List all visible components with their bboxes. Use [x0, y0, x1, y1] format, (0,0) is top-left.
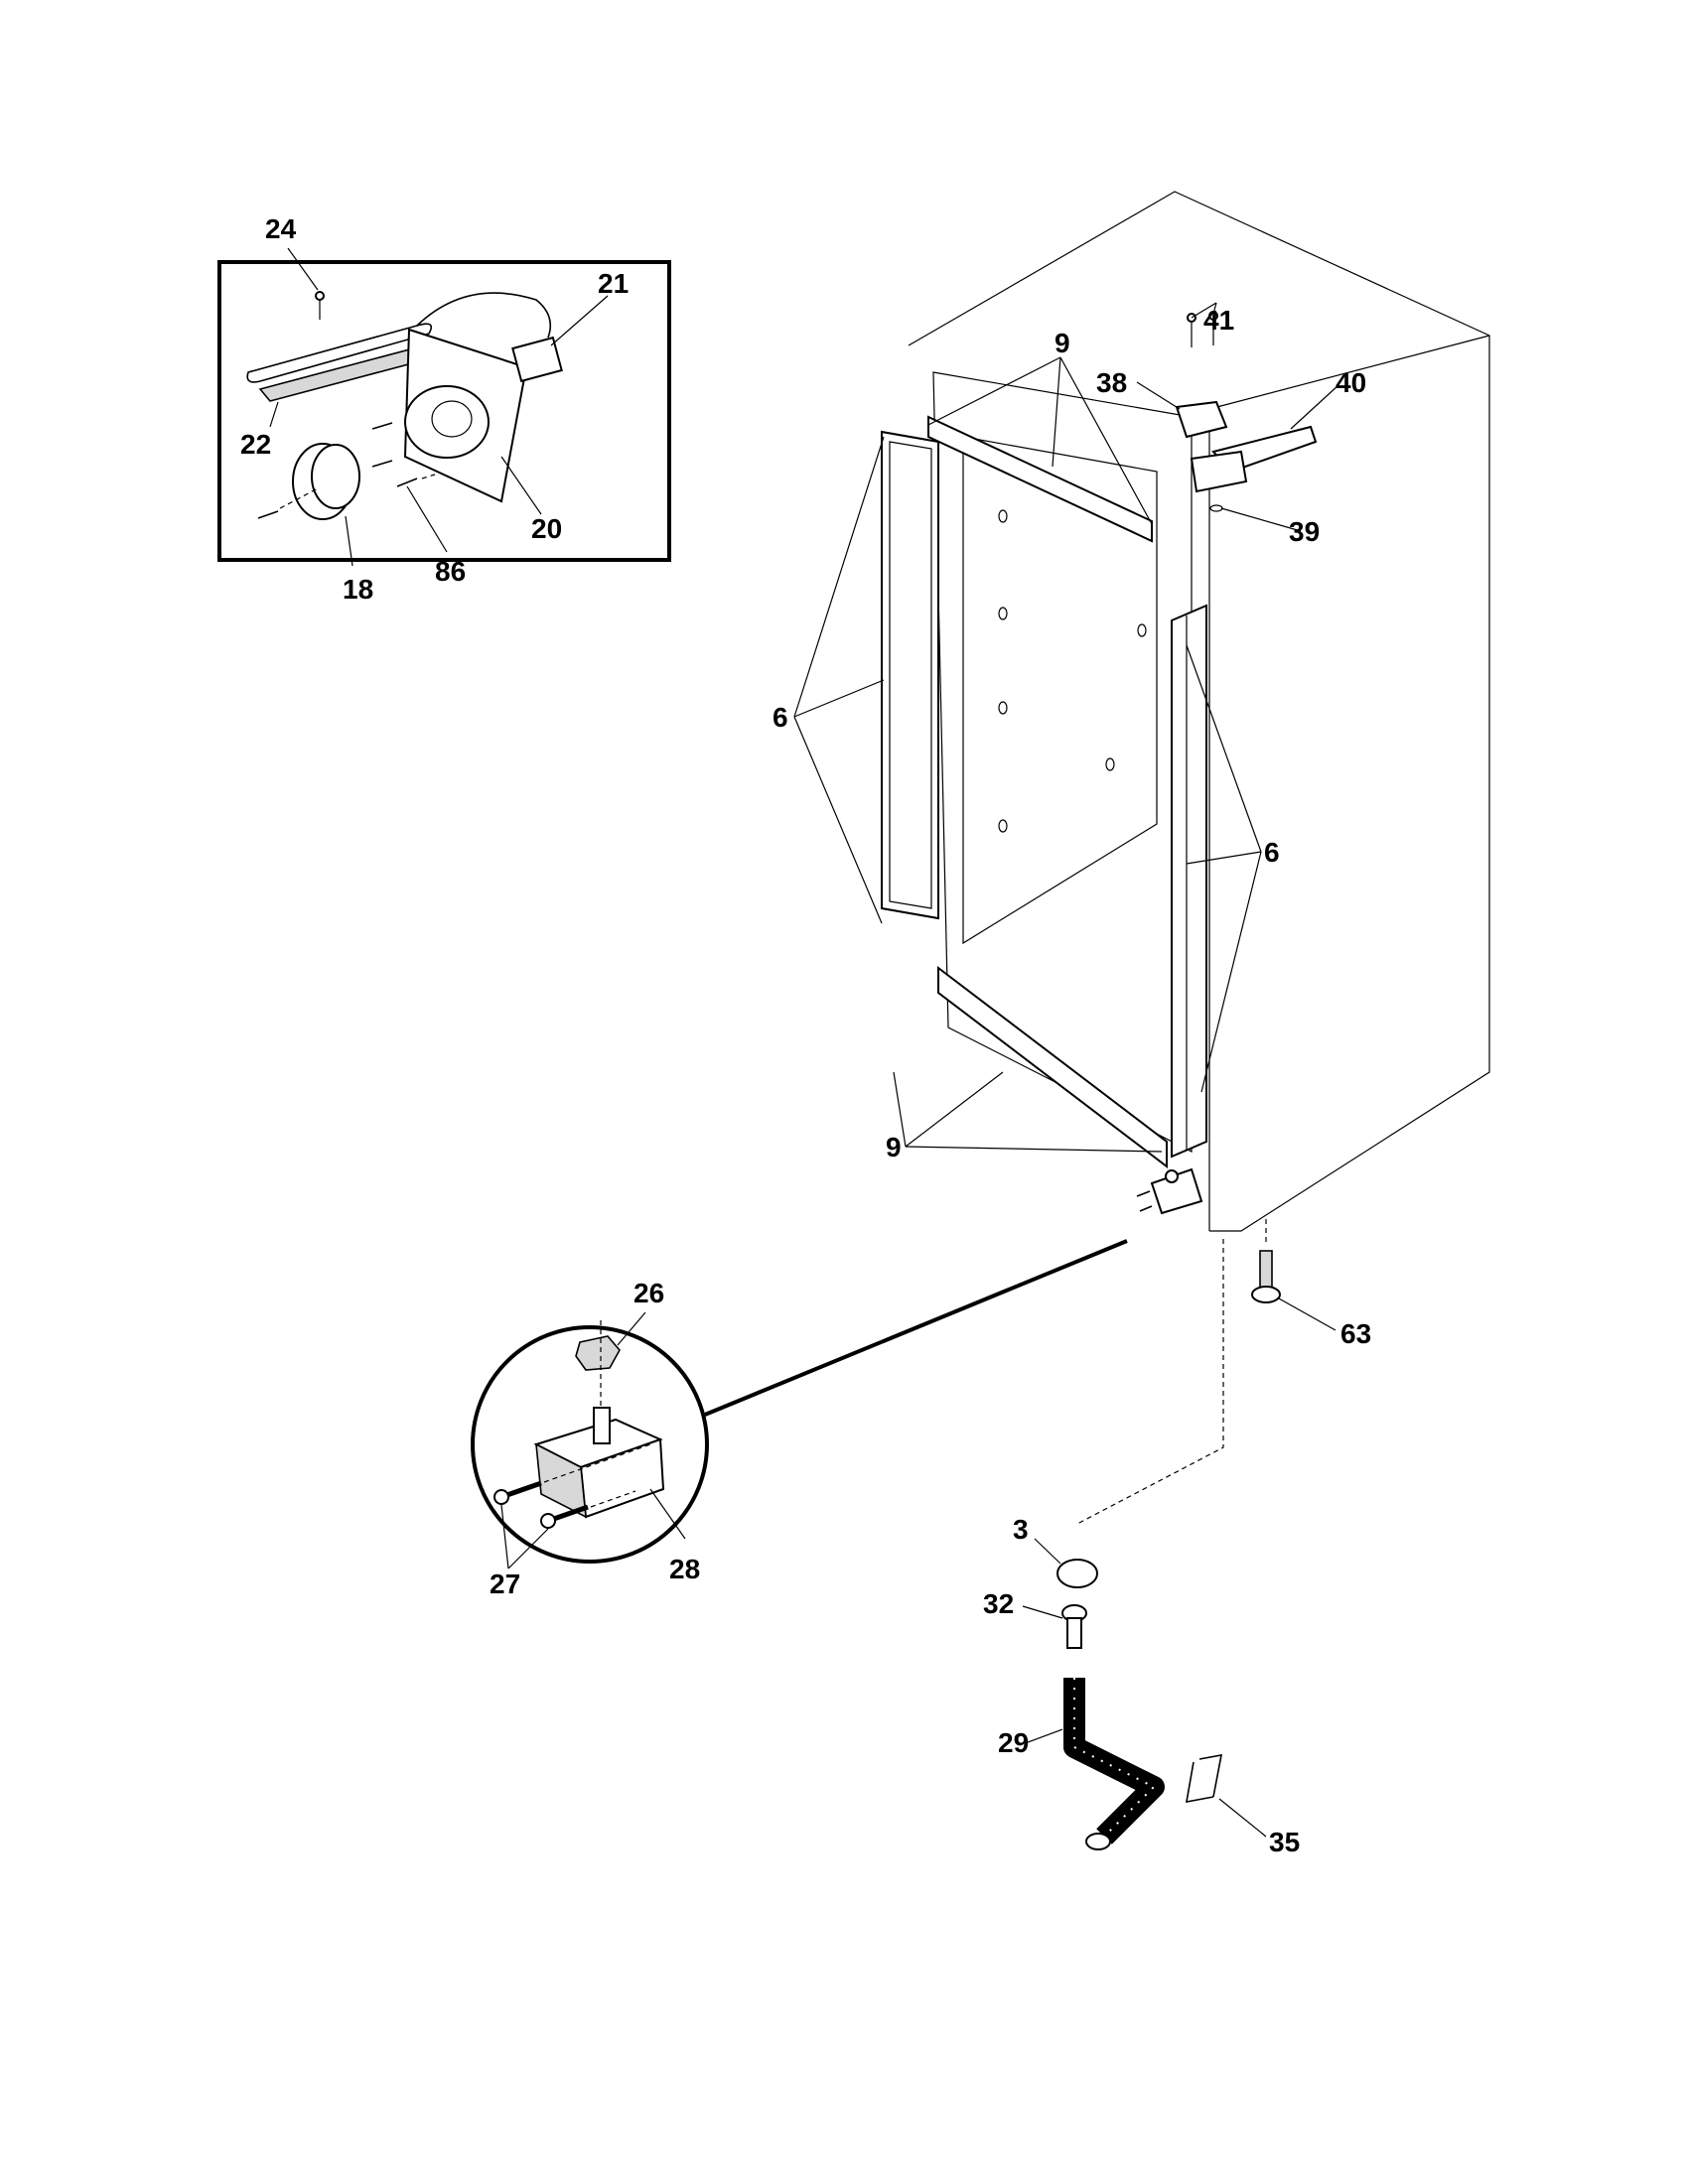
freezer-cabinet: [793, 191, 1490, 1232]
inset-border: [217, 260, 671, 562]
drain-path-dash: [1076, 1239, 1224, 1525]
hinge-plate-38: [1175, 400, 1228, 439]
label-41: 41: [1203, 305, 1234, 336]
screw-a: [371, 422, 393, 430]
label-39: 39: [1289, 516, 1320, 547]
part-number-labels: 24 21 22 20 86 18 9 41 38 40 39 6 6 9 26…: [240, 213, 1371, 1857]
bottom-hinge-small: [704, 1167, 1203, 1417]
drain-parts: [1022, 1239, 1267, 1850]
label-24: 24: [265, 213, 297, 244]
bottom-gasket-9: [937, 965, 1168, 1169]
label-63: 63: [1340, 1318, 1371, 1349]
hinge-pin: [593, 1407, 611, 1444]
screw-b: [371, 460, 393, 468]
label-86: 86: [435, 556, 466, 587]
label-22: 22: [240, 429, 271, 460]
label-20: 20: [531, 513, 562, 544]
label-28: 28: [669, 1554, 700, 1584]
socket-inner: [431, 400, 473, 438]
detail-connector-line: [704, 1239, 1128, 1417]
label-18: 18: [343, 574, 373, 605]
cabinet-top-edge: [1208, 335, 1490, 410]
label-35: 35: [1269, 1827, 1300, 1857]
screw-c: [257, 510, 279, 519]
hinge-nut-26: [575, 1335, 621, 1371]
heater-wire-loop: [246, 323, 433, 383]
washer-39: [1209, 504, 1223, 512]
hose-clip-35: [1186, 1754, 1223, 1803]
liner-back-wall: [962, 436, 1158, 945]
screw-86: [396, 478, 418, 487]
label-21: 21: [598, 268, 629, 299]
label-32: 32: [983, 1588, 1014, 1619]
leveling-leg-63: [1251, 1219, 1336, 1331]
label-3: 3: [1013, 1514, 1029, 1545]
cabinet-opening: [932, 371, 1193, 1153]
label-40: 40: [1336, 367, 1366, 398]
wire-lead: [416, 292, 552, 339]
right-gasket-6: [1171, 604, 1207, 1159]
drain-hose-29: [1063, 1678, 1165, 1844]
label-29: 29: [998, 1727, 1029, 1758]
drain-plug-3: [1056, 1559, 1098, 1588]
label-27: 27: [490, 1569, 520, 1599]
socket-ring: [404, 385, 490, 459]
label-6-left: 6: [773, 702, 788, 733]
label-9-top: 9: [1055, 328, 1070, 358]
top-hinge-assembly: [1136, 302, 1339, 532]
label-26: 26: [633, 1278, 664, 1308]
hinge-base: [1190, 450, 1248, 493]
light-assembly-inset: [217, 247, 671, 567]
switch-21: [511, 336, 563, 383]
light-globe-rim: [311, 444, 360, 509]
left-gasket-6: [881, 430, 939, 920]
label-9-bottom: 9: [886, 1132, 902, 1162]
screw-24-head: [315, 291, 325, 301]
hinge-detail-circle: [471, 1311, 709, 1570]
label-6-right: 6: [1264, 837, 1280, 868]
top-gasket-9: [927, 415, 1153, 543]
label-38: 38: [1096, 367, 1127, 398]
cabinet-body: [908, 191, 1490, 1232]
